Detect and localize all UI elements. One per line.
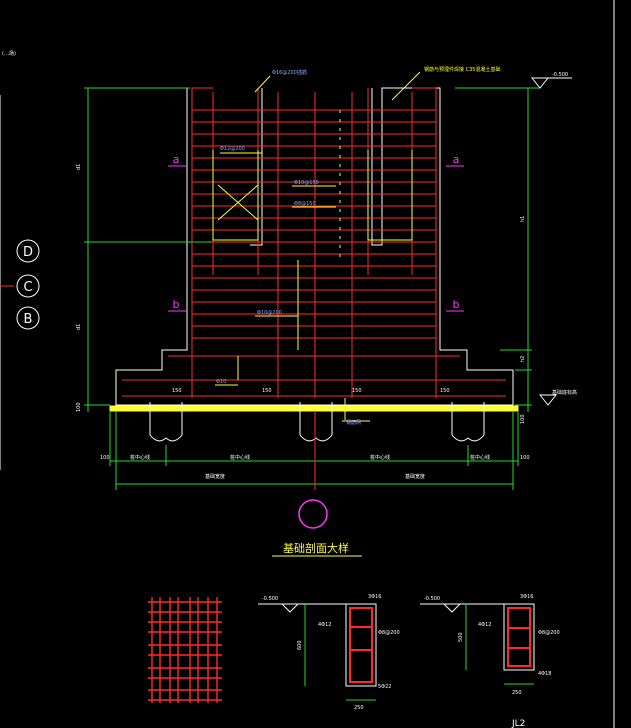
cover-label-4: 150	[440, 388, 450, 394]
pile-1	[149, 402, 183, 442]
elevation-right-symbol	[538, 394, 558, 406]
annotation-rebar-2: Φ10@150	[294, 180, 319, 186]
foundation-outline-path	[115, 87, 514, 406]
section-mark-b-right: b	[453, 298, 460, 311]
bottom-dim-1: 100	[100, 455, 110, 461]
detail-1-elevation-symbol	[258, 603, 346, 613]
dimension-texts: d1 d1 100 h1 h2 100 150 150 150 150 桩中心线…	[76, 164, 530, 480]
section-mark-a-left: a	[173, 153, 180, 166]
beam-detail-1: -0.500 3Φ16 4Φ12 Φ8@200 5Φ22 600 250	[258, 594, 400, 711]
annotation-bottom-note: 钢筋网	[346, 419, 361, 426]
elevation-right: 基础底标高	[552, 389, 577, 396]
bottom-right-label: JL2	[511, 719, 525, 728]
corner-label: (…场)	[2, 50, 16, 57]
axis-bubble-b	[16, 306, 40, 330]
elevation-top-symbol	[530, 77, 572, 89]
leader-top-right	[391, 71, 421, 101]
annotation-rebar-4: Φ10@200	[257, 310, 282, 316]
pocket-cross-2	[217, 184, 259, 221]
detail-2-bottom-bar: 4Φ18	[538, 671, 551, 677]
detail-1-elevation: -0.500	[262, 596, 278, 602]
detail-2-section	[503, 603, 535, 671]
piles	[149, 402, 485, 442]
pocket-outlines	[212, 71, 421, 422]
beam-detail-2: -0.500 3Φ16 4Φ12 Φ8@200 4Φ18 500 250	[420, 594, 560, 696]
detail-1-top-bar: 3Φ16	[368, 594, 381, 600]
annotation-rebar-1: Φ12@200	[220, 146, 245, 152]
detail-2-width: 250	[512, 690, 522, 696]
blinding-layer	[109, 405, 519, 412]
detail-2-elevation-symbol	[420, 603, 504, 613]
axis-bubble-b-label: B	[24, 312, 33, 327]
detail-2-side-bar: 4Φ12	[478, 622, 491, 628]
rebar-hook-left	[191, 87, 259, 92]
rebar-cage	[122, 87, 506, 398]
dimension-lines	[84, 87, 540, 490]
axis-bubble-c	[16, 274, 40, 298]
axis-bubble-d	[16, 239, 40, 263]
detail-2-top-bar: 3Φ16	[520, 594, 533, 600]
elevation-top: -0.500	[552, 72, 568, 78]
mesh-plan-detail	[148, 597, 222, 703]
section-mark-a-right: a	[453, 153, 460, 166]
cover-label-1: 150	[172, 388, 182, 394]
dim-left-2: d1	[76, 324, 82, 330]
pile-2	[299, 402, 333, 442]
annotation-rebar-3: Φ8@150	[294, 201, 316, 207]
detail-2-elevation: -0.500	[424, 596, 440, 602]
axis-bubbles: D C B	[0, 239, 40, 330]
total-dim-1: 基础宽度	[205, 473, 225, 480]
detail-2-stirrup	[507, 607, 531, 667]
pocket-left	[212, 150, 259, 241]
detail-1-section	[345, 603, 377, 687]
pile-label-3: 桩中心线	[370, 454, 390, 461]
annotation-texts: Φ16@200插筋 钢筋与预埋件焊接 C35混凝土基础 Φ12@200 Φ10@…	[216, 66, 500, 426]
pile-3	[451, 402, 485, 442]
bottom-dim-2: 100	[520, 455, 530, 461]
detail-2-height: 500	[458, 632, 464, 642]
dim-left-1: d1	[76, 164, 82, 170]
total-dim-2: 基础宽度	[405, 473, 425, 480]
frame-lines	[0, 0, 615, 728]
pile-label-1: 桩中心线	[130, 454, 150, 461]
rebar-hook-right	[367, 87, 437, 92]
foundation-outline	[109, 87, 519, 412]
cover-label-2: 150	[262, 388, 272, 394]
detail-1-height: 600	[297, 640, 303, 650]
elevation-marks	[530, 77, 572, 406]
annotation-top-left: Φ16@200插筋	[272, 69, 307, 76]
cover-label-3: 150	[352, 388, 362, 394]
detail-1-side-bar: 4Φ12	[318, 622, 331, 628]
drawing-title: 基础剖面大样	[283, 541, 349, 555]
detail-1-width: 250	[354, 705, 364, 711]
pile-label-2: 桩中心线	[230, 454, 250, 461]
axis-bubble-d-label: D	[23, 245, 33, 260]
axis-bubble-c-label: C	[23, 280, 32, 295]
dim-right-3: 100	[520, 414, 526, 424]
section-marks: a a b b	[168, 153, 464, 529]
detail-1-stirrup	[349, 607, 373, 683]
dim-right-2: h2	[520, 356, 526, 362]
detail-1-bottom-bar: 5Φ22	[378, 684, 391, 690]
detail-callout-circle	[298, 499, 328, 529]
pile-label-4: 桩中心线	[470, 454, 490, 461]
detail-1-stirrup-label: Φ8@200	[378, 630, 400, 636]
annotation-top-right: 钢筋与预埋件焊接 C35混凝土基础	[424, 66, 500, 73]
dim-left-3: 100	[76, 402, 82, 412]
section-mark-b-left: b	[173, 298, 180, 311]
dim-right-1: h1	[520, 216, 526, 222]
pocket-right	[367, 150, 413, 241]
detail-2-stirrup-label: Φ8@200	[538, 630, 560, 636]
leader-top-left	[254, 75, 271, 93]
annotation-rebar-5: Φ10	[216, 379, 226, 385]
